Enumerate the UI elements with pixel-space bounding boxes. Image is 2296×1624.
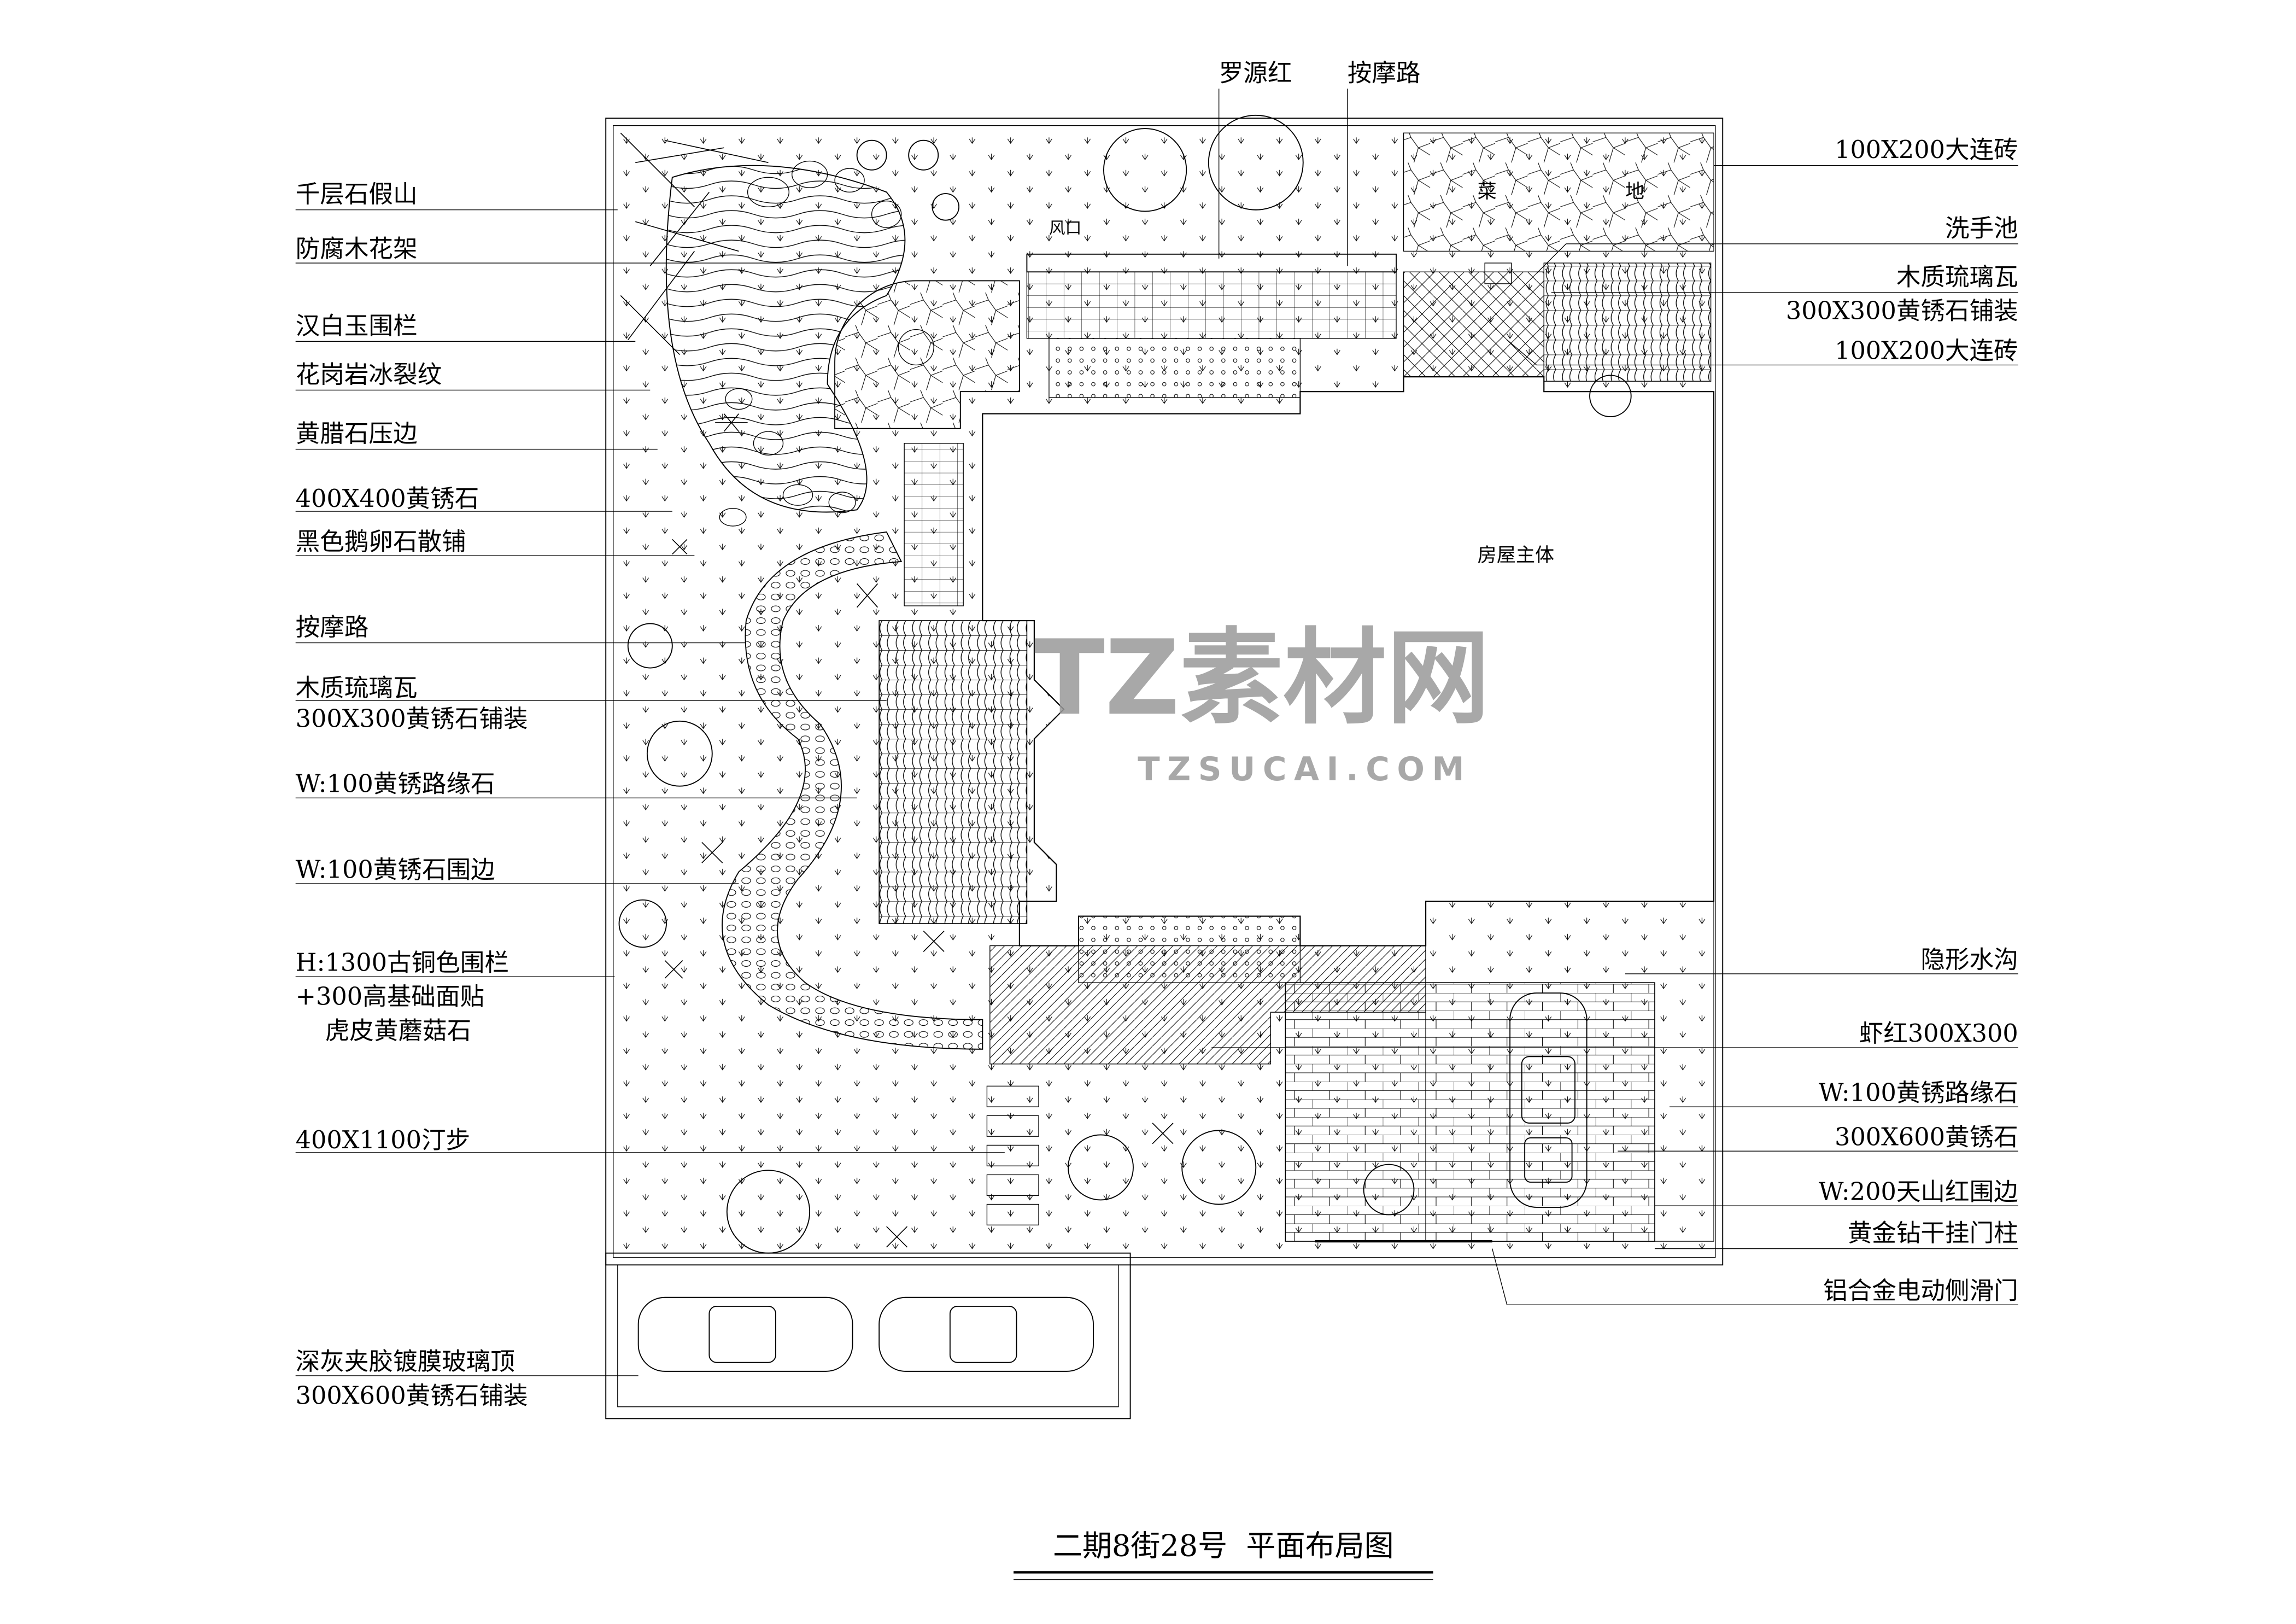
label-drain: 隐形水沟: [1920, 945, 2018, 974]
label-massage-path: 按摩路: [296, 613, 369, 641]
label-fence-1: H:1300古铜色围栏: [296, 949, 509, 977]
top-labels: 罗源红 按摩路: [1219, 59, 1421, 266]
stepping-slabs: [986, 1085, 1039, 1226]
label-curb: W:100黄锈路缘石: [296, 770, 495, 798]
driveway-brick: [1285, 982, 1655, 1242]
carport-inner: [617, 1264, 1119, 1407]
label-pebbles: 黑色鹅卵石散铺: [296, 527, 466, 556]
palm-shrubs: [664, 413, 1174, 1248]
stepping-path-top: [1026, 271, 1397, 339]
label-basin: 洗手池: [1945, 214, 2018, 242]
label-sliding-gate: 铝合金电动侧滑门: [1823, 1276, 2018, 1305]
label-glass-roof-1: 深灰夹胶镀膜玻璃顶: [296, 1347, 515, 1376]
driveway-border: [1425, 901, 1714, 1242]
car-carport-2: [878, 1296, 1094, 1372]
label-r-tile-1: 木质琉璃瓦: [1896, 263, 2018, 291]
watermark: TZ素材网 TZSUCAI.COM: [1034, 617, 1490, 788]
label-edge-stone: 黄腊石压边: [296, 419, 418, 448]
label-luoyuan-red: 罗源红: [1219, 59, 1292, 87]
granite-crack-terrace: [834, 280, 1020, 429]
label-stepping: 400X1100汀步: [296, 1126, 470, 1154]
label-gate-post: 黄金钻干挂门柱: [1848, 1219, 2018, 1247]
label-top-massage: 按摩路: [1348, 59, 1421, 87]
watermark-main: TZ素材网: [1034, 617, 1490, 738]
carport: [605, 1252, 1131, 1419]
label-glass-roof-2: 300X600黄锈石铺装: [296, 1381, 528, 1410]
watermark-url: TZSUCAI.COM: [1138, 751, 1472, 788]
house-roof-tiles: [878, 620, 1028, 924]
label-red-border: W:200天山红围边: [1819, 1177, 2018, 1206]
drawing-title: 二期8街28号 平面布局图: [1053, 1529, 1394, 1563]
veg-text-1: 菜: [1478, 180, 1497, 203]
trees: [618, 114, 1632, 1254]
herringbone-paving: [1403, 271, 1544, 391]
label-fence-2: +300高基础面贴: [296, 983, 484, 1011]
label-shrimp-red: 虾红300X300: [1859, 1019, 2018, 1048]
car-driveway: [1509, 992, 1588, 1208]
label-r-curb: W:100黄锈路缘石: [1819, 1078, 2018, 1107]
label-fence-3: 虎皮黄蘑菇石: [325, 1017, 471, 1045]
car-carport-1: [637, 1296, 853, 1372]
bamboo-cluster: [620, 132, 769, 355]
label-glazed-tile-2: 300X300黄锈石铺装: [296, 705, 528, 733]
label-glazed-tile-1: 木质琉璃瓦: [296, 674, 418, 702]
stepping-stones-left: [904, 443, 964, 606]
massage-path: [722, 531, 983, 1050]
left-labels: 千层石假山 防腐木花架 汉白玉围栏 花岗岩冰裂纹 黄腊石压边 400X400黄锈…: [296, 180, 1005, 1410]
label-rockery: 千层石假山: [296, 180, 418, 208]
house-text: 房屋主体: [1478, 544, 1555, 566]
right-labels: 100X200大连砖 洗手池 木质琉璃瓦 300X300黄锈石铺装 100X20…: [1211, 136, 2018, 1305]
veg-text-2: 地: [1625, 180, 1644, 203]
label-trellis: 防腐木花架: [296, 235, 418, 263]
tile-roof-right: [1543, 262, 1712, 382]
vegetable-garden: [1403, 132, 1714, 252]
wash-basin: [1484, 262, 1512, 284]
label-brick-1: 100X200大连砖: [1835, 136, 2018, 164]
label-brick-2: 100X200大连砖: [1835, 337, 2018, 365]
rockery-stones: [719, 160, 902, 527]
label-r-tile-2: 300X300黄锈石铺装: [1786, 297, 2018, 325]
label-300x600: 300X600黄锈石: [1835, 1123, 2018, 1151]
label-border: W:100黄锈石围边: [296, 855, 495, 884]
round-table: [898, 329, 934, 366]
label-400x400: 400X400黄锈石: [296, 484, 479, 513]
vent-text: 风口: [1049, 219, 1081, 238]
label-railing: 汉白玉围栏: [296, 312, 418, 340]
label-granite: 花岗岩冰裂纹: [296, 360, 442, 389]
dotted-paving-top: [1049, 338, 1301, 398]
